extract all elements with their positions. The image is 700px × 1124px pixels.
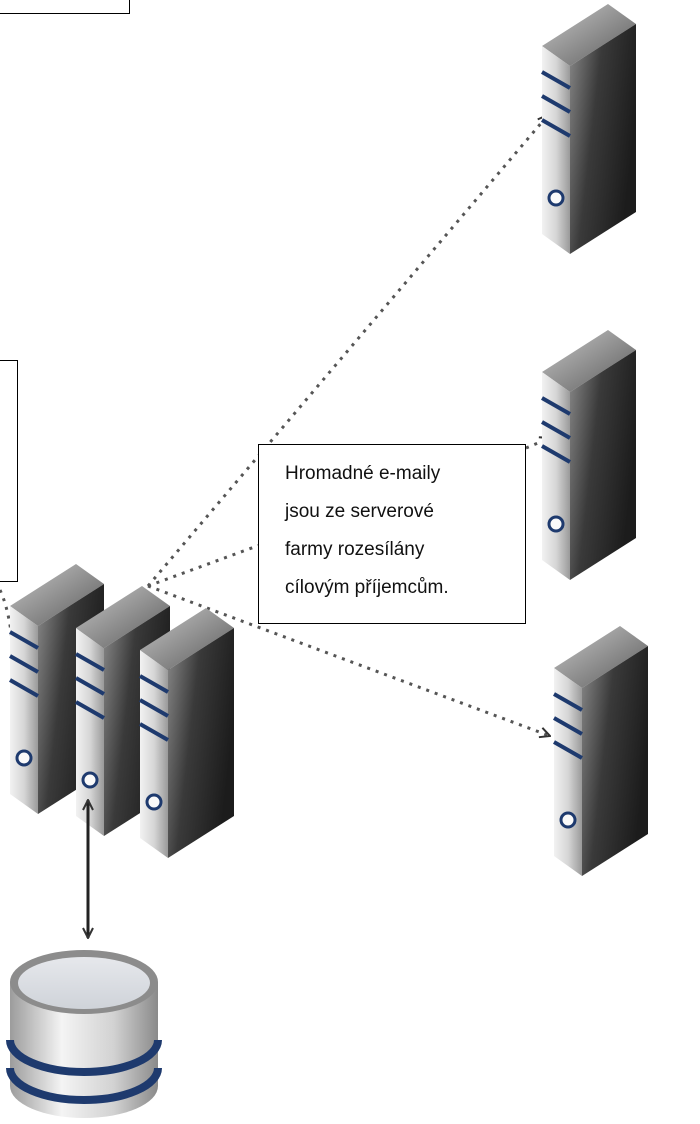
recipient-server-3-icon (552, 624, 650, 878)
callout-line-1: Hromadné e-maily (285, 463, 441, 484)
callout-box: Hromadné e-maily jsou ze serverové farmy… (258, 444, 526, 624)
recipient-server-2-icon (540, 328, 638, 582)
recipient-server-1-icon (540, 2, 638, 256)
callout-line-2: jsou ze serverové (285, 501, 434, 522)
server-farm-icon (8, 562, 236, 860)
connector-to-server-1 (146, 115, 548, 587)
callout-line-4: cílovým příjemcům. (285, 577, 449, 598)
database-icon (6, 950, 162, 1118)
callout-line-3: farmy rozesílány (285, 539, 425, 560)
connector-to-server-2 (147, 540, 269, 588)
note-box-top-left (0, 0, 130, 14)
note-box-left (0, 360, 18, 582)
